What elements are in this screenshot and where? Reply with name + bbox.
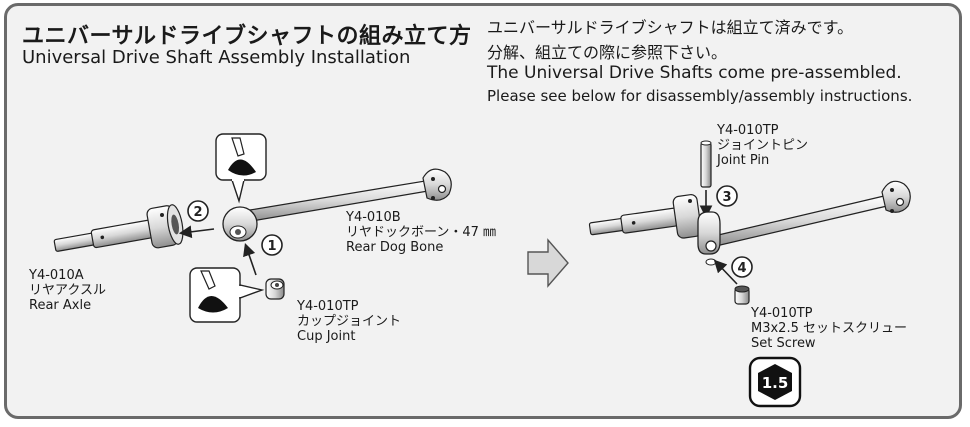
step-3-badge: 3	[716, 185, 738, 207]
grease-icon	[215, 133, 267, 204]
cup-joint-jp: カップジョイント	[297, 314, 402, 329]
dog-bone-en: Rear Dog Bone	[346, 240, 444, 255]
joint-pin-code: Y4-010TP	[717, 123, 779, 138]
rear-axle-code: Y4-010A	[29, 268, 84, 283]
svg-text:1: 1	[267, 239, 276, 254]
title-jp: ユニバーサルドライブシャフトの組み立て方	[22, 24, 472, 49]
step-2-badge: 2	[187, 200, 209, 222]
title-en: Universal Drive Shaft Assembly Installat…	[22, 47, 411, 68]
note-jp-line2: 分解、組立ての際に参照下さい。	[487, 43, 728, 62]
cup-joint-code: Y4-010TP	[297, 299, 359, 314]
grease-icon	[189, 267, 265, 323]
hex-wrench-icon: 1.5	[748, 356, 802, 408]
dog-bone-code: Y4-010B	[346, 210, 401, 225]
svg-text:4: 4	[737, 261, 746, 276]
set-screw-en: Set Screw	[751, 336, 816, 351]
joint-pin-drawing	[700, 140, 712, 188]
cup-joint-label: Y4-010TP カップジョイント Cup Joint	[297, 299, 401, 344]
step-1-badge: 1	[261, 234, 283, 256]
set-screw-jp: M3x2.5 セットスクリュー	[751, 321, 907, 336]
note-en-line1: The Universal Drive Shafts come pre-asse…	[487, 63, 902, 83]
joint-pin-jp: ジョイントピン	[717, 138, 809, 153]
joint-pin-label: Y4-010TP ジョイントピン Joint Pin	[717, 123, 808, 168]
set-screw-code: Y4-010TP	[751, 306, 813, 321]
rear-axle-label: Y4-010A リヤアクスル Rear Axle	[29, 268, 106, 313]
rear-axle-drawing	[53, 204, 184, 252]
step-4-badge: 4	[731, 256, 753, 278]
rear-axle-en: Rear Axle	[29, 298, 92, 313]
cup-joint-drawing	[265, 278, 285, 300]
arrow-right-icon	[527, 238, 569, 288]
svg-text:2: 2	[193, 205, 202, 220]
joint-pin-en: Joint Pin	[717, 153, 770, 168]
set-screw-drawing	[734, 285, 750, 305]
cup-joint-en: Cup Joint	[297, 329, 356, 344]
note-jp-line1: ユニバーサルドライブシャフトは組立て済みです。	[487, 18, 854, 37]
dog-bone-label: Y4-010B リヤドックボーン・47 ㎜ Rear Dog Bone	[346, 210, 496, 255]
note-en-line2: Please see below for disassembly/assembl…	[487, 87, 913, 105]
rear-axle-jp: リヤアクスル	[29, 283, 106, 298]
svg-text:3: 3	[722, 190, 731, 205]
set-screw-label: Y4-010TP M3x2.5 セットスクリュー Set Screw	[751, 306, 907, 351]
dog-bone-jp: リヤドックボーン・47 ㎜	[346, 225, 497, 240]
dog-bone-drawing	[222, 168, 452, 242]
svg-text:1.5: 1.5	[762, 374, 789, 392]
